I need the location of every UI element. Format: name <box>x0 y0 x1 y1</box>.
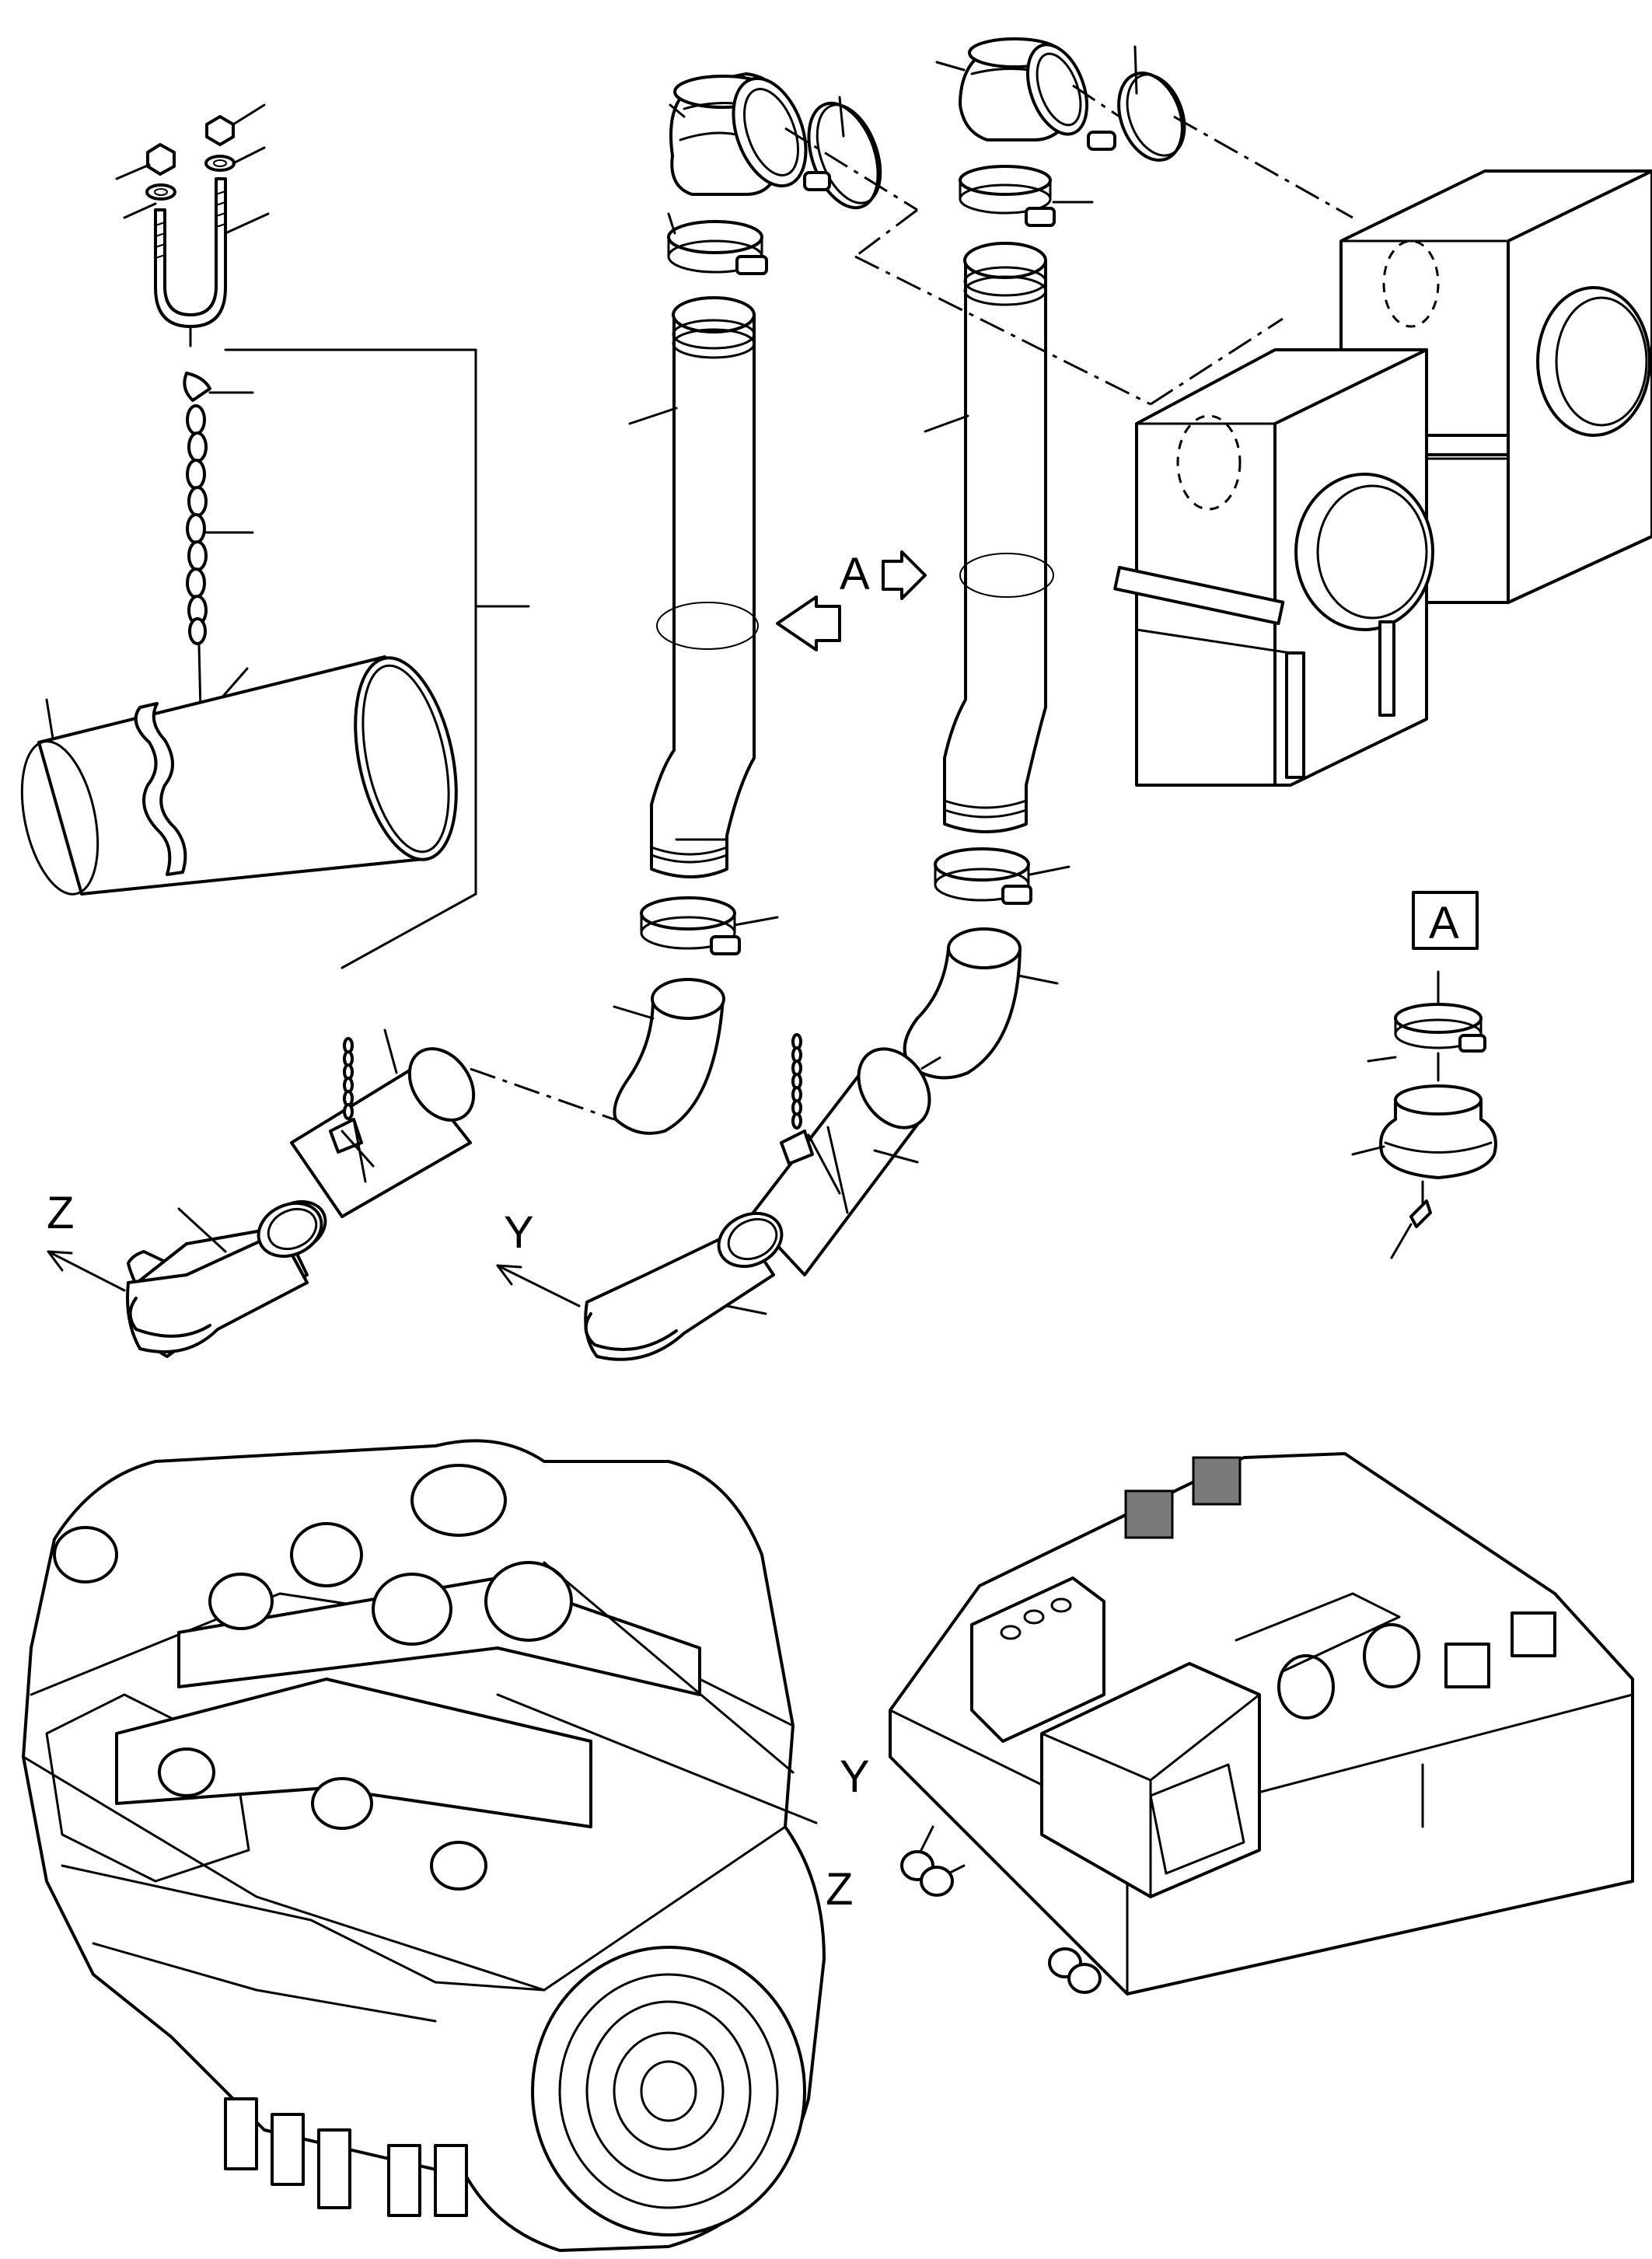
stack-pipe <box>650 296 756 878</box>
u-bolt-hanger-assembly <box>115 103 530 969</box>
chain <box>186 404 208 645</box>
exhaust-pipe-section <box>20 655 458 896</box>
nut <box>204 115 236 172</box>
clamp <box>1087 71 1186 162</box>
clamp <box>640 896 741 955</box>
view-a-label: A <box>840 549 870 599</box>
leader-lines <box>177 45 1138 1315</box>
outlet-labels: Z Y <box>47 1188 581 1308</box>
machine-overview <box>889 1452 1634 1995</box>
right-exhaust-stack <box>584 37 1186 1361</box>
arrow-left-icon <box>776 595 841 651</box>
stack-pipe <box>943 242 1047 833</box>
engine-z-label: Z <box>826 1864 853 1915</box>
engine-illustration: Y Z <box>22 1439 870 2252</box>
nut <box>145 143 176 201</box>
outlet-y-label: Y <box>504 1207 534 1258</box>
outlet-pipe <box>584 1033 931 1361</box>
engine-y-label: Y <box>840 1751 870 1802</box>
lower-elbow <box>903 927 1022 1080</box>
clamp <box>667 220 768 275</box>
clamp <box>959 165 1056 227</box>
lower-elbow <box>613 978 725 1135</box>
u-bolt-threads <box>155 190 226 259</box>
u-bolt <box>154 177 227 328</box>
outlet-z-label: Z <box>47 1188 74 1238</box>
view-a-box-label: A <box>1429 898 1459 948</box>
clamp <box>934 847 1032 905</box>
air-filter-box-front <box>1113 348 1434 787</box>
arrow-z-icon <box>47 1250 126 1292</box>
detail-view-a: A <box>1351 891 1497 1259</box>
connection-lines <box>470 84 1353 1121</box>
arrow-y-icon <box>496 1264 581 1308</box>
elbow <box>959 37 1088 141</box>
clamp <box>803 101 882 210</box>
arrow-right-icon <box>882 550 927 600</box>
elbow <box>669 72 808 196</box>
left-exhaust-stack <box>126 72 882 1358</box>
section-marker-a: A <box>656 549 1054 651</box>
hook <box>183 372 211 402</box>
outlet-pipe <box>126 1037 476 1358</box>
hanger-chain <box>343 1037 354 1120</box>
hanger-chain <box>791 1033 802 1130</box>
